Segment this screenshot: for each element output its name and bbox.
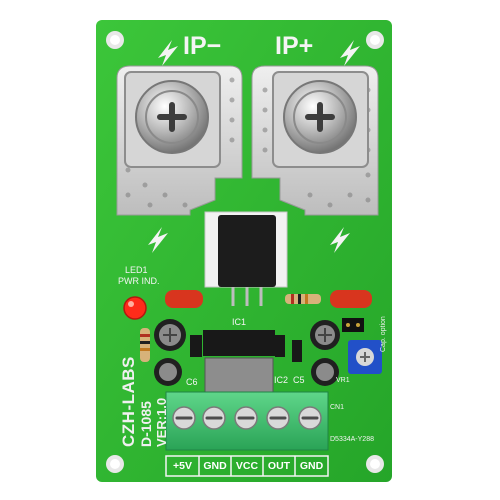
ic2-label: IC2 <box>274 375 289 385</box>
c6-label: C6 <box>186 377 198 387</box>
version-label: VER:1.0 <box>154 397 169 447</box>
brand-name: CZH-LABS <box>119 356 138 447</box>
pin-label-out: OUT <box>267 460 291 472</box>
cap-option-label: Cap. option <box>380 316 387 352</box>
c5-label: C5 <box>293 375 305 385</box>
pin-label-gnd: GND <box>203 460 227 472</box>
pin-label-vcc: VCC <box>235 460 259 472</box>
ic1-label: IC1 <box>232 317 247 327</box>
pin-label-5v: +5V <box>173 460 192 472</box>
terminal-label-negative: IP− <box>183 32 222 60</box>
led-power-indicator-label: PWR IND. <box>118 276 160 286</box>
serial-number: D5334A-Y288 <box>330 436 374 443</box>
cn1-label: CN1 <box>330 404 345 411</box>
terminal-label-positive: IP+ <box>275 32 314 60</box>
model-number: D-1085 <box>138 401 154 447</box>
pin-label-gnd-2: GND <box>299 460 324 472</box>
led-label: LED1 <box>125 265 148 275</box>
vr1-label: VR1 <box>336 377 350 384</box>
